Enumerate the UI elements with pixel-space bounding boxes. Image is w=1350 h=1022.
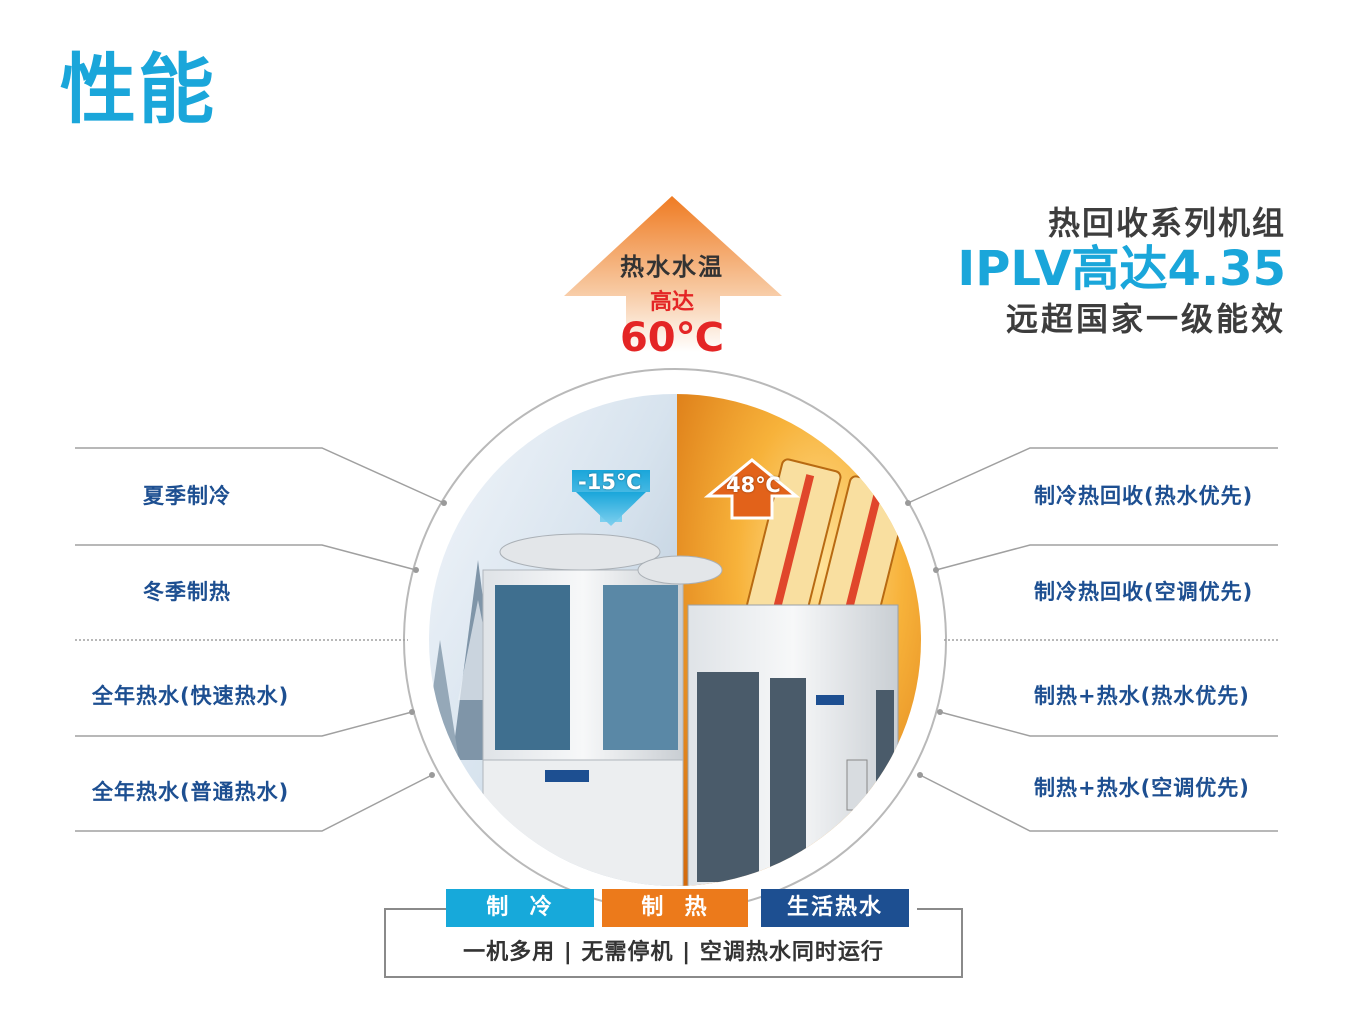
headline-line3: 远超国家一级能效 [1005,300,1286,339]
headline-line2: IPLV高达4.35 [957,241,1286,297]
hot-water-arrow [564,196,782,352]
features-text: 一机多用 | 无需停机 | 空调热水同时运行 [463,940,884,965]
mode-recovery-ac-first: 制冷热回收(空调优先) [1034,580,1254,604]
tab-cooling: 制 冷 [446,889,594,927]
headline-line1: 热回收系列机组 [1047,204,1286,242]
right-connectors [907,447,1278,832]
tab-heating: 制 热 [602,889,748,927]
page-title: 性能 [60,45,216,134]
hot-temp: 48℃ [726,473,781,497]
hot-water-temp: 60℃ [619,315,725,361]
hot-water-arrow-text: 热水水温 高达 60℃ [565,247,779,358]
hot-water-upto: 高达 [649,290,694,315]
mode-winter-heating: 冬季制热 [143,580,231,604]
mode-summer-cooling: 夏季制冷 [143,484,231,508]
left-connectors [75,447,445,832]
mode-fast-hot-water: 全年热水(快速热水) [92,684,290,708]
cold-temp: -15℃ [578,470,642,494]
tab-domestic-hot-water: 生活热水 [761,889,909,927]
mode-heat-water-first: 制热+热水(热水优先) [1034,684,1250,708]
iplv-headline: 热回收系列机组 IPLV高达4.35 远超国家一级能效 [957,198,1286,340]
york-unit-small [687,604,899,886]
mode-heat-ac-first: 制热+热水(空调优先) [1034,776,1250,800]
mode-normal-hot-water: 全年热水(普通热水) [92,780,290,804]
hot-arrow [703,458,801,520]
features-box [384,908,963,978]
york-unit-large [482,533,723,886]
hot-water-label: 热水水温 [620,253,724,281]
mode-recovery-water-first: 制冷热回收(热水优先) [1034,484,1254,508]
